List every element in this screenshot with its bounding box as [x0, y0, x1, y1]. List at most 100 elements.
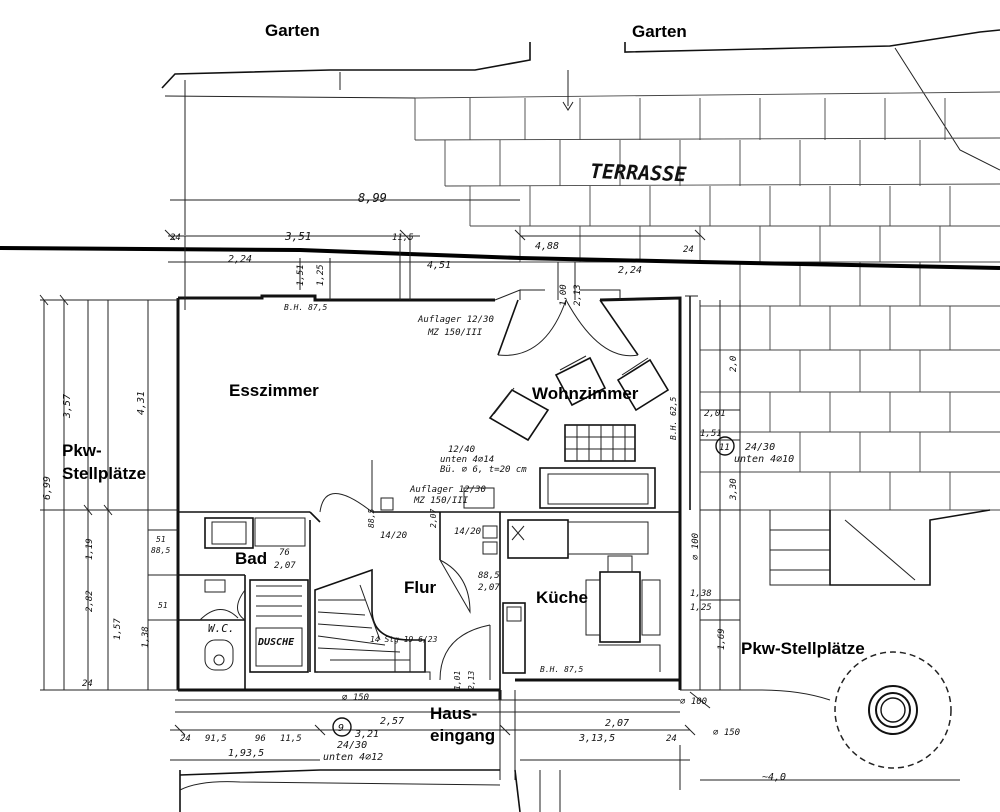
- dim-3-21: 3,21: [354, 729, 379, 740]
- parking-left-label-2: Stellplätze: [62, 464, 146, 483]
- dim-2-07-d: 2,07: [605, 718, 629, 729]
- marker-9: 9: [338, 723, 344, 734]
- shower-label: DUSCHE: [257, 637, 295, 648]
- parking-left-label-1: Pkw-: [62, 441, 102, 460]
- dim-2-13: 2,13: [573, 284, 583, 306]
- living-room-label: Wohnzimmer: [532, 384, 639, 403]
- dim-1-25-b: 1,25: [690, 603, 712, 613]
- dim-1-00: 1,00: [559, 284, 569, 306]
- garden-boundary: [161, 29, 1000, 235]
- pipe-150-b: ⌀ 150: [713, 728, 740, 738]
- terrace-label: TERRASSE: [590, 159, 688, 186]
- dim-4-51: 4,51: [427, 260, 451, 271]
- entrance-label-1: Haus-: [430, 704, 477, 723]
- dim-1-51-b: 1,51: [700, 429, 722, 439]
- dim-24-c: 24: [180, 734, 191, 744]
- garden-label-left: Garten: [265, 21, 320, 40]
- dim-2-0: 2,0: [729, 356, 739, 372]
- dim-2-07-b: 2,07: [274, 561, 296, 571]
- dim-24-b: 24: [683, 245, 694, 255]
- auflager-2b: MZ 150/III: [413, 496, 469, 506]
- hall-label: Flur: [404, 578, 436, 597]
- dim-8-99: 8,99: [358, 191, 387, 205]
- dim-3-57: 3,57: [62, 394, 73, 419]
- dim-88-5: 88,5: [367, 509, 376, 528]
- dimension-lines: [39, 199, 960, 790]
- beam-24-30: 24/30: [745, 442, 775, 453]
- stairs-count: 14 Stg 19 6/23: [370, 635, 438, 644]
- pipe-100-b: ⌀ 100: [680, 697, 707, 707]
- dim-3-51: 3,51: [284, 230, 312, 243]
- marker-circle-11: [715, 436, 735, 456]
- parking-right-label: Pkw-Stellplätze: [741, 639, 865, 658]
- dim-2-07-c: 2,07: [478, 583, 500, 593]
- dim-51-a: 51: [156, 535, 166, 544]
- dim-4-88: 4,88: [535, 241, 559, 252]
- dim-14-20-b: 14/20: [454, 527, 481, 537]
- lintel-a: 12/40: [448, 445, 475, 455]
- dim-2-24: 2,24: [228, 254, 252, 265]
- dim-2-57: 2,57: [380, 716, 404, 727]
- dim-24-d: 24: [666, 734, 677, 744]
- entrance-label-2: eingang: [430, 726, 495, 745]
- dining-room-label: Esszimmer: [229, 381, 319, 400]
- marker-circle-9: [332, 717, 352, 737]
- dim-24-e: 24: [82, 679, 93, 689]
- dim-1-38-b: 1,38: [690, 589, 712, 599]
- dim-2-07: 2,07: [429, 509, 438, 528]
- lintel-b: unten 4⌀14: [440, 455, 494, 465]
- section-line: [0, 246, 1000, 270]
- garden-label-right: Garten: [632, 22, 687, 41]
- staircase: [314, 568, 431, 680]
- dim-88-5-c: 88,5: [478, 571, 500, 581]
- manhole: [680, 651, 952, 769]
- dim-1-19: 1,19: [85, 538, 95, 560]
- beam-unten-4-10: unten 4⌀10: [734, 454, 794, 465]
- beam-unten-4-12: unten 4⌀12: [323, 752, 383, 763]
- dim-2-13-b: 2,13: [467, 671, 476, 690]
- kitchen-furniture: [482, 519, 661, 674]
- dim-51-b: 51: [158, 601, 168, 610]
- dim-2-01: 2,01: [704, 409, 726, 419]
- dim-88-5-b: 88,5: [151, 546, 170, 555]
- bh-bottom: B.H. 87,5: [540, 665, 584, 674]
- bath-furniture: [204, 517, 309, 673]
- dim-14-20-a: 14/20: [380, 531, 407, 541]
- living-furniture: [380, 355, 670, 511]
- dim-1-51: 1,51: [296, 264, 306, 286]
- bath-label: Bad: [235, 549, 267, 568]
- dim-91-5: 91,5: [205, 734, 227, 744]
- dim-1-25: 1,25: [316, 264, 326, 286]
- dim-4-0: ~4,0: [762, 772, 786, 783]
- kitchen-label: Küche: [536, 588, 588, 607]
- dim-1-57: 1,57: [113, 618, 123, 640]
- dim-76: 76: [279, 548, 290, 558]
- auflager-1a: Auflager 12/30: [417, 315, 494, 325]
- beam-24-30-b: 24/30: [337, 740, 367, 751]
- dim-6-99: 6,99: [42, 476, 53, 500]
- dim-3-13-5: 3,13,5: [578, 733, 615, 744]
- bh-right: B.H. 62,5: [669, 396, 678, 440]
- interior-walls: [178, 511, 680, 690]
- dim-4-31: 4,31: [136, 391, 147, 415]
- terrace-paving: [414, 70, 1000, 586]
- dim-96: 96: [255, 734, 266, 744]
- bottom-paving: [179, 759, 690, 812]
- dim-1-93-5: 1,93,5: [228, 748, 264, 759]
- dim-24-a: 24: [170, 233, 181, 243]
- pipe-100: ⌀ 100: [691, 533, 701, 560]
- dim-1-38: 1,38: [141, 626, 151, 648]
- marker-11: 11: [719, 443, 730, 453]
- lintel-c: Bü. ⌀ 6, t=20 cm: [440, 465, 527, 475]
- dim-11-5: 11,5: [392, 233, 414, 243]
- exterior-walls: [176, 294, 698, 700]
- dim-1-69: 1,69: [717, 628, 727, 650]
- auflager-2a: Auflager 12/30: [409, 485, 486, 495]
- dim-2-24-b: 2,24: [618, 265, 642, 276]
- dim-1-01: 1,01: [453, 671, 462, 690]
- pipe-150: ⌀ 150: [342, 693, 369, 703]
- dim-11-5-b: 11,5: [280, 734, 302, 744]
- wc-label: W.C.: [208, 622, 235, 635]
- doors: [199, 289, 639, 681]
